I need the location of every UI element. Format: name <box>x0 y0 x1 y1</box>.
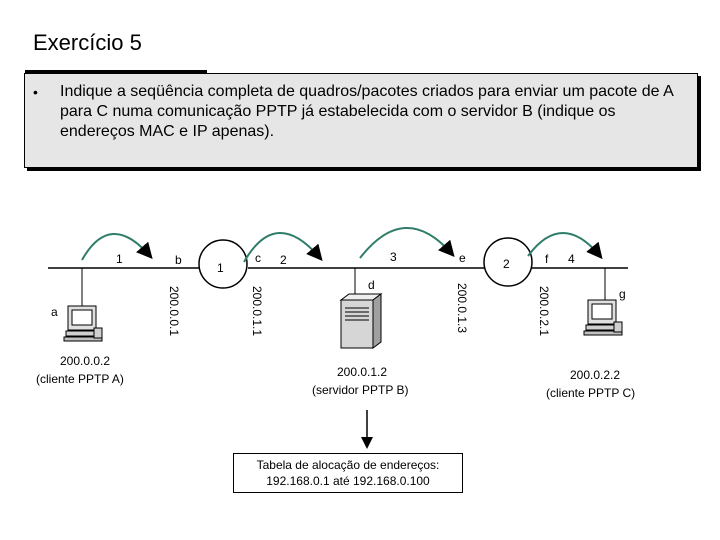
computer-icon <box>63 268 103 342</box>
router-1-label: 1 <box>217 261 224 275</box>
allocation-range: 192.168.0.1 até 192.168.0.100 <box>266 474 430 488</box>
interface-e: e <box>459 251 466 265</box>
hop-arrow-3 <box>359 227 455 259</box>
ip-200-0-1-3: 200.0.1.3 <box>455 283 469 333</box>
interface-b: b <box>175 253 182 267</box>
server-b-ip: 200.0.1.2 <box>337 365 387 379</box>
hop-arrow-1 <box>81 233 153 261</box>
client-c-ip: 200.0.2.2 <box>570 368 620 382</box>
ip-200-0-0-1: 200.0.0.1 <box>167 286 181 336</box>
allocation-table-box: Tabela de alocação de endereços: 192.168… <box>233 453 463 493</box>
router-2-label: 2 <box>503 257 510 271</box>
ip-200-0-1-1: 200.0.1.1 <box>250 286 264 336</box>
computer-icon <box>583 268 623 336</box>
client-c-role: (cliente PPTP C) <box>546 386 635 400</box>
hop-arrow-2 <box>243 232 323 263</box>
task-text: Indique a seqüência completa de quadros/… <box>60 83 673 140</box>
hop-arrow-4 <box>527 232 603 260</box>
title-underline <box>25 70 207 73</box>
task-box: • Indique a seqüência completa de quadro… <box>24 73 698 168</box>
ip-200-0-2-1: 200.0.2.1 <box>537 286 551 336</box>
interface-a: a <box>51 305 58 319</box>
allocation-title: Tabela de alocação de endereços: <box>256 458 440 472</box>
hop-label-3: 3 <box>390 250 397 264</box>
client-a-ip: 200.0.0.2 <box>60 354 110 368</box>
client-a-role: (cliente PPTP A) <box>36 372 124 386</box>
interface-g: g <box>619 287 626 301</box>
router-1 <box>198 239 248 289</box>
interface-f: f <box>545 252 549 266</box>
server-icon <box>339 268 383 349</box>
router-2 <box>483 237 533 287</box>
interface-c: c <box>255 251 261 265</box>
interface-d: d <box>368 278 375 292</box>
hop-label-4: 4 <box>568 252 575 266</box>
server-b-role: (servidor PPTP B) <box>312 383 408 397</box>
bullet: • <box>33 84 38 100</box>
hop-label-2: 2 <box>280 253 287 267</box>
slide-title: Exercício 5 <box>33 30 142 55</box>
hop-label-1: 1 <box>116 252 123 266</box>
